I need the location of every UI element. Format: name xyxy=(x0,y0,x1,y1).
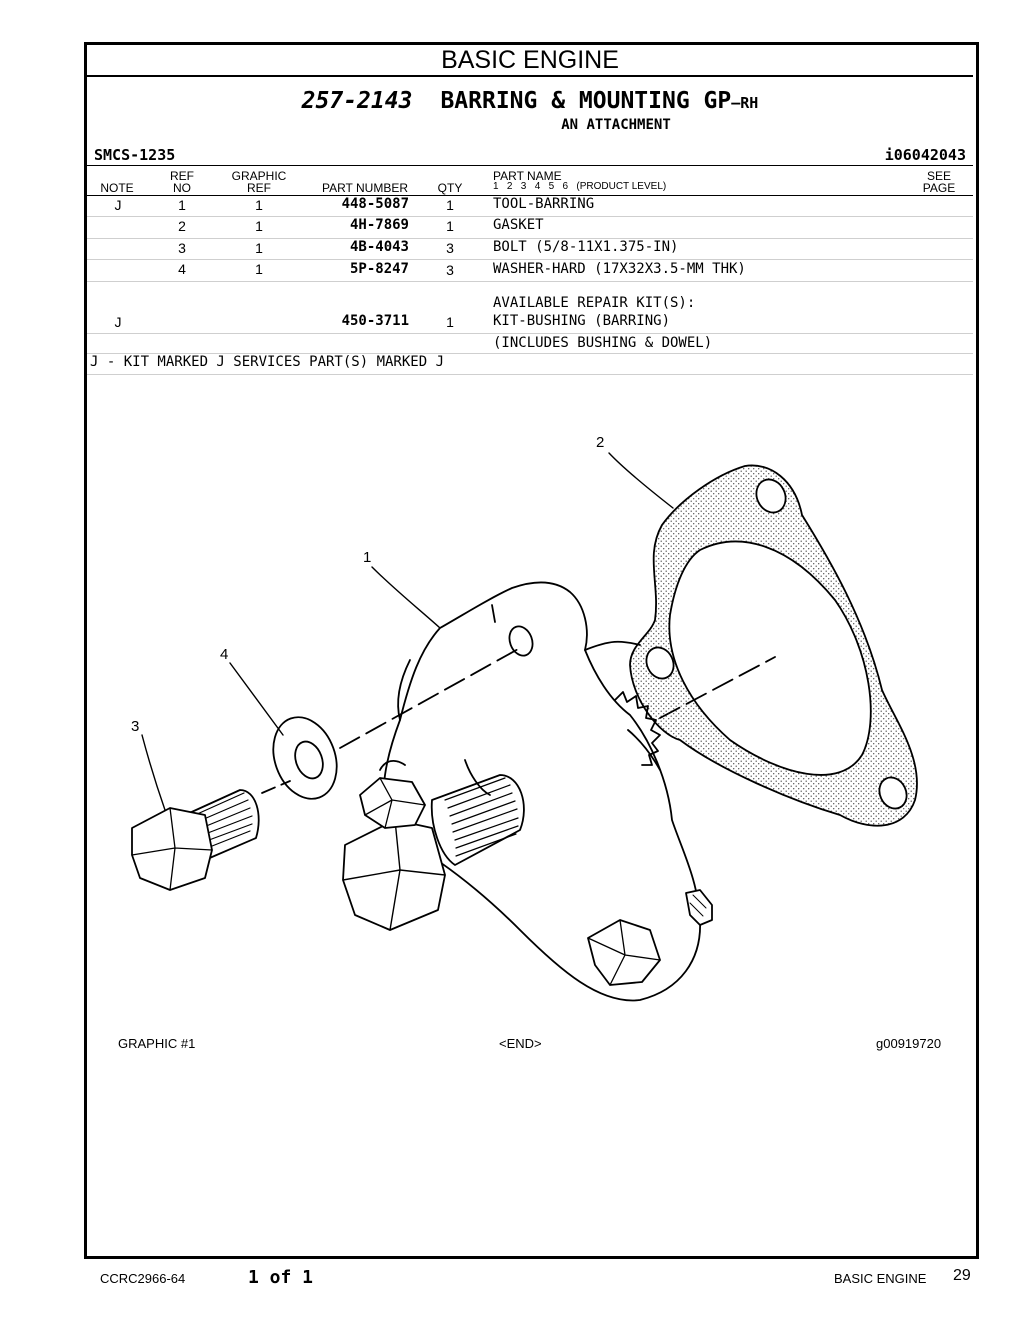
col-graphic-ref: GRAPHIC REF xyxy=(226,170,292,194)
section-title: BASIC ENGINE xyxy=(441,46,619,74)
exploded-view-illustration xyxy=(131,452,918,1002)
col-product-level: 1 2 3 4 5 6 (PRODUCT LEVEL) xyxy=(493,181,667,192)
smcs-code: SMCS-1235 xyxy=(94,146,176,164)
repair-kit-heading: AVAILABLE REPAIR KIT(S): xyxy=(493,295,696,311)
row-qty: 1 xyxy=(446,218,454,234)
col-note: NOTE xyxy=(100,181,134,195)
row-divider xyxy=(87,281,973,282)
col-qty: QTY xyxy=(437,181,463,195)
group-heading: 257-2143 BARRING & MOUNTING GP—RH xyxy=(87,88,973,114)
col-part-number: PART NUMBER xyxy=(321,181,408,195)
large-bolt-head xyxy=(342,819,446,931)
col-part-name: PART NAME xyxy=(493,169,562,183)
footer-page-of: 1 of 1 xyxy=(248,1267,314,1288)
col-ref-no-line2: NO xyxy=(173,181,191,195)
row-part-number: 5P-8247 xyxy=(349,261,409,277)
kit-name: KIT-BUSHING (BARRING) xyxy=(493,313,671,329)
header-divider xyxy=(87,165,973,166)
upper-bolt-head xyxy=(359,777,426,829)
group-subtitle: AN ATTACHMENT xyxy=(561,117,671,133)
col-graphic-ref-line1: GRAPHIC xyxy=(231,169,287,183)
alignment-line xyxy=(659,656,776,719)
row-divider xyxy=(87,353,973,354)
group-suffix: —RH xyxy=(731,94,759,112)
row-divider xyxy=(87,333,973,334)
col-graphic-ref-line2: REF xyxy=(247,181,271,195)
row-qty: 1 xyxy=(446,197,454,213)
footer-doc-code: CCRC2966-64 xyxy=(100,1271,186,1286)
footer-page-number: 29 xyxy=(953,1267,971,1284)
row-part-number: 448-5087 xyxy=(341,196,409,212)
row-divider xyxy=(87,216,973,217)
graphic-end-marker: <END> xyxy=(499,1036,542,1051)
column-header-divider xyxy=(87,195,973,196)
row-divider xyxy=(87,238,973,239)
leader-line xyxy=(371,566,441,629)
col-ref-no-line1: REF xyxy=(170,169,194,183)
col-ref-no: REF NO xyxy=(162,170,202,194)
leader-line xyxy=(229,662,284,736)
footer-section: BASIC ENGINE xyxy=(834,1271,927,1286)
row-graphic: 1 xyxy=(255,197,263,213)
callout-2: 2 xyxy=(596,434,605,451)
kit-footnote: J - KIT MARKED J SERVICES PART(S) MARKED… xyxy=(90,354,445,370)
row-graphic: 1 xyxy=(255,240,263,256)
row-qty: 3 xyxy=(446,240,454,256)
gasket-hole xyxy=(878,776,908,810)
graphic-label: GRAPHIC #1 xyxy=(118,1036,196,1051)
stud-thread xyxy=(685,889,713,926)
row-note: J xyxy=(114,197,122,213)
callout-1: 1 xyxy=(363,549,372,566)
group-name: BARRING & MOUNTING GP xyxy=(440,88,732,114)
callout-4: 4 xyxy=(220,646,229,663)
gasket-hole xyxy=(755,478,787,514)
leader-line xyxy=(141,734,166,811)
row-divider xyxy=(87,259,973,260)
callout-3: 3 xyxy=(131,718,140,735)
kit-part-number: 450-3711 xyxy=(341,313,409,329)
row-name: WASHER-HARD (17X32X3.5-MM THK) xyxy=(493,261,746,277)
alignment-line xyxy=(261,780,291,794)
col-see-page: SEE PAGE xyxy=(916,170,962,194)
kit-qty: 1 xyxy=(446,314,454,330)
row-name: TOOL-BARRING xyxy=(493,196,595,212)
gasket-hole xyxy=(645,646,675,680)
kit-note: J xyxy=(114,314,122,330)
col-see-page-line1: SEE xyxy=(926,169,951,183)
row-graphic: 1 xyxy=(255,261,263,277)
title-divider xyxy=(87,75,973,77)
row-divider xyxy=(87,374,973,375)
row-part-number: 4B-4043 xyxy=(349,239,409,255)
leader-line xyxy=(608,452,674,509)
row-name: GASKET xyxy=(493,217,544,233)
page-frame xyxy=(84,42,979,1259)
row-ref: 2 xyxy=(178,218,186,234)
row-part-number: 4H-7869 xyxy=(349,217,409,233)
alignment-line xyxy=(339,647,521,749)
graphic-id: g00919720 xyxy=(876,1036,942,1051)
row-name: BOLT (5/8-11X1.375-IN) xyxy=(493,239,679,255)
row-ref: 1 xyxy=(178,197,186,213)
document-id: i06042043 xyxy=(884,146,966,164)
col-see-page-line2: PAGE xyxy=(922,181,956,195)
row-graphic: 1 xyxy=(255,218,263,234)
row-ref: 4 xyxy=(178,261,186,277)
housing-bolt-hole xyxy=(508,625,534,657)
row-ref: 3 xyxy=(178,240,186,256)
gear-teeth xyxy=(614,691,661,766)
kit-detail: (INCLUDES BUSHING & DOWEL) xyxy=(493,335,713,351)
gasket-outline xyxy=(629,464,918,827)
washer-inner xyxy=(294,740,324,780)
group-number: 257-2143 xyxy=(301,88,413,114)
row-qty: 3 xyxy=(446,262,454,278)
